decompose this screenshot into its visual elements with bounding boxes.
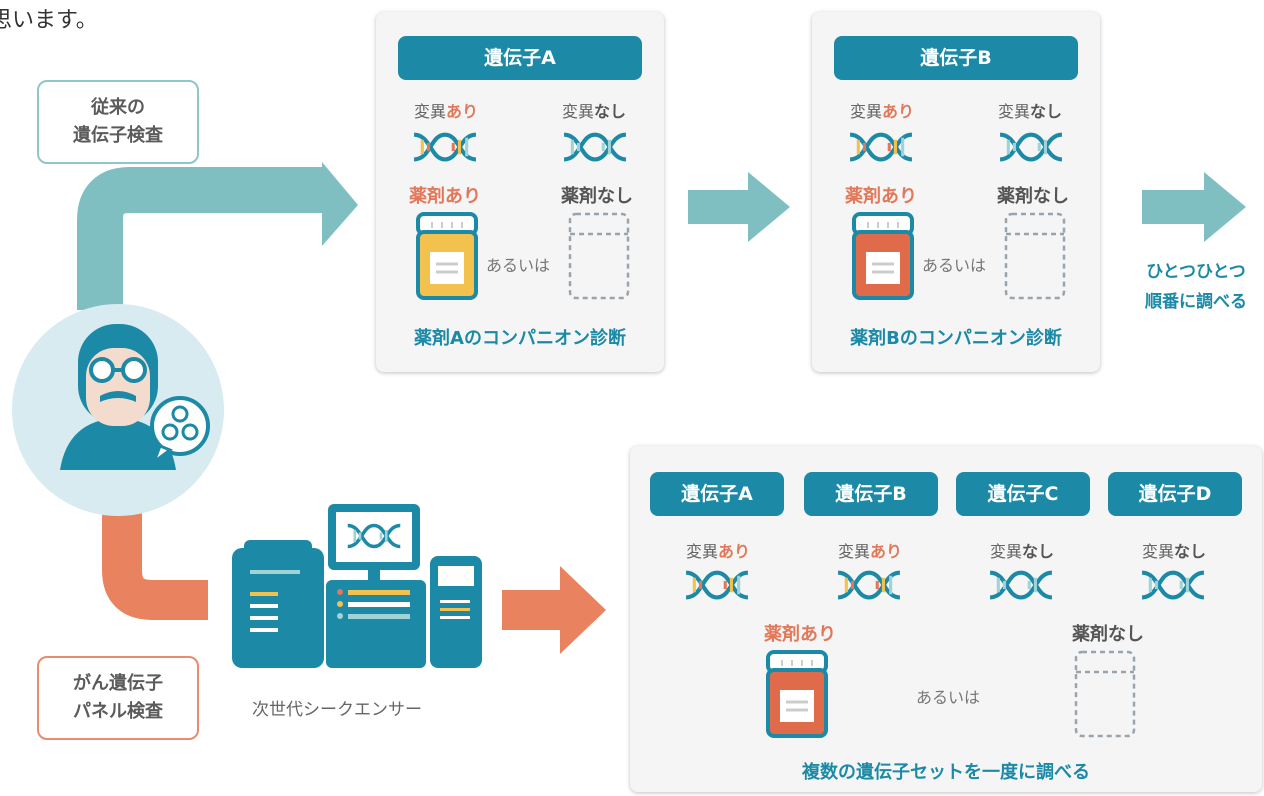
sequencer-label: 次世代シークエンサー — [252, 700, 422, 720]
mutation-prefix: 変異 — [561, 102, 594, 121]
gene-a-or-word: あるいは — [486, 256, 551, 275]
orange-arrow-head — [560, 566, 606, 654]
mutation-prefix: 変異 — [1141, 542, 1174, 561]
orange-arrow-body — [502, 590, 562, 630]
card-gene-a: 遺伝子A 変異あり 変異なし 薬剤あり 薬剤なし あるいは 薬剤Aのコンパニオン… — [376, 12, 664, 372]
drug-jar-red-icon — [848, 212, 918, 302]
panel-gene-b-header: 遺伝子B — [804, 472, 938, 516]
panel-gene-b-mutation: 変異あり — [820, 538, 920, 562]
teal-arrow-head-1 — [322, 162, 358, 246]
teal-arrow-body-2 — [688, 190, 750, 224]
drug-jar-empty-icon — [1070, 650, 1140, 740]
dna-negative-icon — [998, 130, 1064, 164]
panel-gene-d-header: 遺伝子D — [1108, 472, 1242, 516]
dna-negative-icon — [988, 568, 1054, 602]
mutation-suffix: なし — [1174, 542, 1207, 561]
mutation-suffix: なし — [1022, 542, 1055, 561]
panel-or-word: あるいは — [916, 688, 981, 707]
teal-arrow-head-3 — [1204, 172, 1246, 242]
gene-b-or-word: あるいは — [922, 256, 987, 275]
panel-gene-a-header: 遺伝子A — [650, 472, 784, 516]
panel-drug-yes: 薬剤あり — [764, 624, 836, 645]
gene-a-caption: 薬剤Aのコンパニオン診断 — [414, 328, 626, 349]
doctor-icon — [12, 304, 224, 516]
gene-b-mutation-yes: 変異あり — [832, 98, 932, 122]
panel-gene-d-mutation: 変異なし — [1124, 538, 1224, 562]
drug-jar-red-icon — [762, 650, 832, 740]
gene-b-drug-yes: 薬剤あり — [845, 186, 917, 207]
dna-positive-icon — [836, 568, 902, 602]
teal-arrow-body-3 — [1142, 190, 1206, 224]
panel-gene-c-header: 遺伝子C — [956, 472, 1090, 516]
mutation-prefix: 変異 — [413, 102, 446, 121]
traditional-label-line-2: 遺伝子検査 — [73, 125, 163, 146]
mutation-prefix: 変異 — [997, 102, 1030, 121]
panel-label-line-2: パネル検査 — [73, 701, 163, 722]
mutation-suffix: なし — [594, 102, 627, 121]
gene-a-drug-no: 薬剤なし — [561, 186, 633, 207]
teal-arrow-head-2 — [748, 172, 790, 242]
traditional-test-label: 従来の 遺伝子検査 — [37, 80, 199, 164]
mutation-suffix: あり — [870, 542, 903, 561]
mutation-prefix: 変異 — [685, 542, 718, 561]
panel-drug-no: 薬剤なし — [1072, 624, 1144, 645]
panel-caption: 複数の遺伝子セットを一度に調べる — [802, 762, 1090, 783]
step-label-line-2: 順番に調べる — [1145, 292, 1247, 312]
mutation-prefix: 変異 — [849, 102, 882, 121]
dna-positive-icon — [412, 130, 478, 164]
intro-text: 思います。 — [0, 8, 98, 33]
mutation-suffix: なし — [1030, 102, 1063, 121]
mutation-suffix: あり — [882, 102, 915, 121]
teal-flow-line — [77, 167, 322, 310]
panel-gene-c-mutation: 変異なし — [972, 538, 1072, 562]
gene-a-mutation-no: 変異なし — [544, 98, 644, 122]
dna-positive-icon — [848, 130, 914, 164]
dna-negative-icon — [562, 130, 628, 164]
gene-a-drug-yes: 薬剤あり — [409, 186, 481, 207]
mutation-suffix: あり — [718, 542, 751, 561]
gene-a-header: 遺伝子A — [398, 36, 642, 80]
panel-gene-a-mutation: 変異あり — [668, 538, 768, 562]
step-label: ひとつひとつ 順番に調べる — [1128, 257, 1264, 317]
gene-a-mutation-yes: 変異あり — [396, 98, 496, 122]
gene-b-mutation-no: 変異なし — [980, 98, 1080, 122]
gene-b-caption: 薬剤Bのコンパニオン診断 — [850, 328, 1062, 349]
drug-jar-empty-icon — [1000, 212, 1070, 302]
card-gene-b: 遺伝子B 変異あり 変異なし 薬剤あり 薬剤なし あるいは 薬剤Bのコンパニオン… — [812, 12, 1100, 372]
mutation-prefix: 変異 — [989, 542, 1022, 561]
panel-test-label: がん遺伝子 パネル検査 — [37, 656, 199, 740]
step-label-line-1: ひとつひとつ — [1146, 262, 1246, 282]
card-gene-panel: 遺伝子A 遺伝子B 遺伝子C 遺伝子D 変異あり 変異あり 変異なし 変異なし … — [630, 446, 1262, 792]
sequencer-icon — [232, 504, 482, 668]
drug-jar-yellow-icon — [412, 212, 482, 302]
mutation-suffix: あり — [446, 102, 479, 121]
dna-negative-icon — [1140, 568, 1206, 602]
dna-positive-icon — [684, 568, 750, 602]
gene-b-header: 遺伝子B — [834, 36, 1078, 80]
gene-b-drug-no: 薬剤なし — [997, 186, 1069, 207]
panel-label-line-1: がん遺伝子 — [73, 673, 163, 694]
traditional-label-line-1: 従来の — [91, 97, 145, 118]
drug-jar-empty-icon — [564, 212, 634, 302]
orange-flow-line — [102, 470, 208, 620]
mutation-prefix: 変異 — [837, 542, 870, 561]
